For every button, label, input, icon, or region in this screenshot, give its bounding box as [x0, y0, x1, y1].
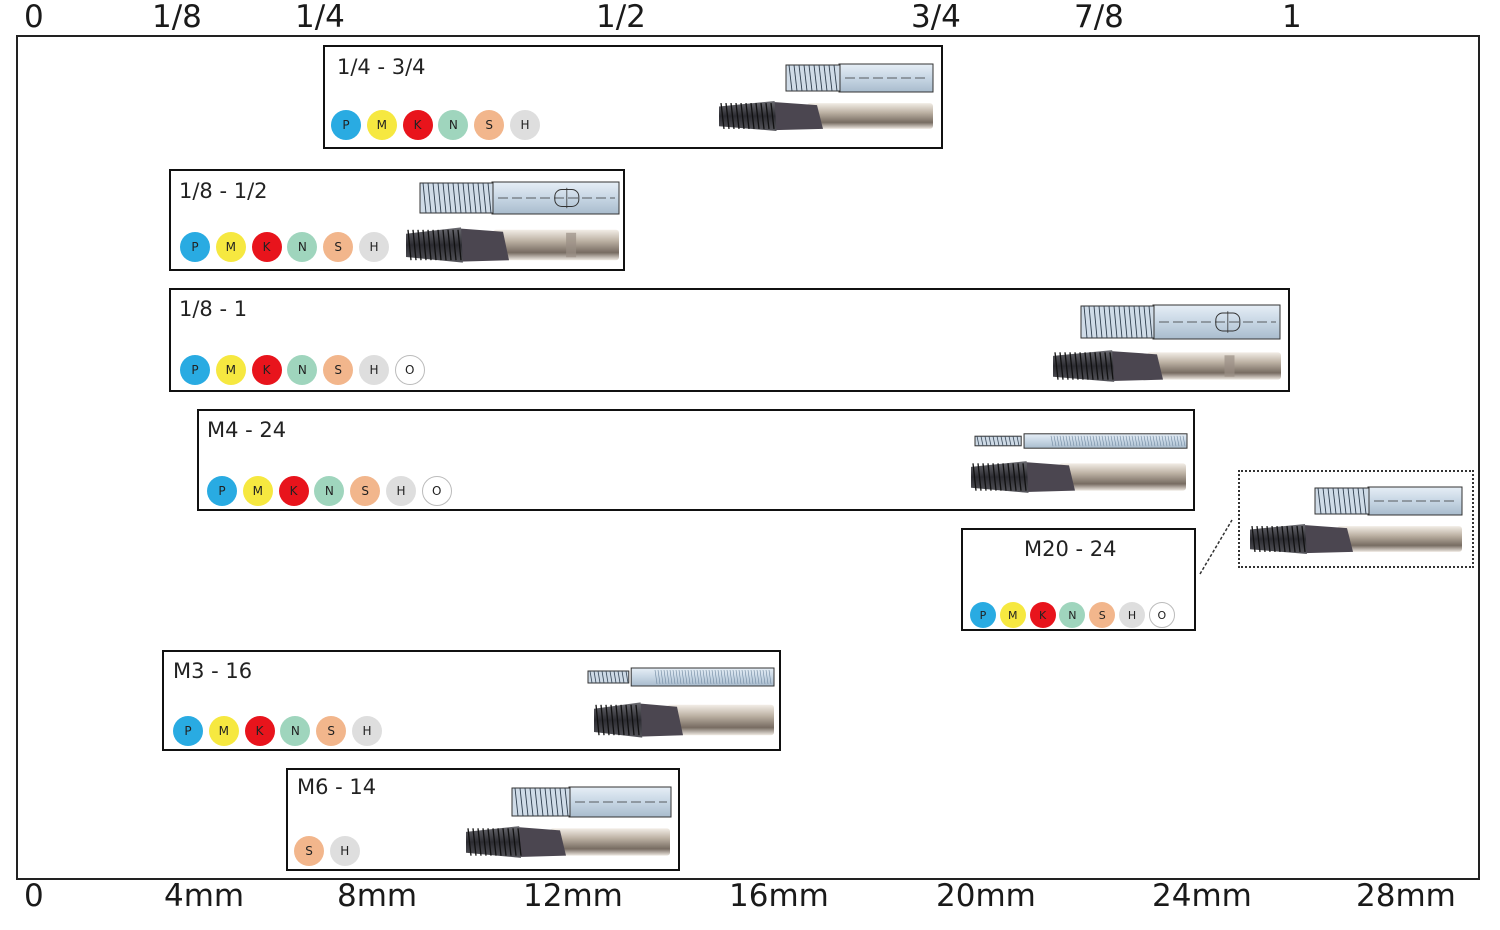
material-dot-s: S [323, 355, 354, 385]
material-dot-m: M [242, 476, 273, 506]
tool-drawing-icon [511, 786, 672, 818]
material-dot-p: P [970, 602, 996, 628]
material-dot-p: P [180, 232, 210, 262]
top-tick-3-4: 3/4 [911, 0, 961, 35]
material-dot-n: N [438, 110, 469, 140]
range-label: M20 - 24 [1024, 537, 1117, 561]
zoom-connector-line [1199, 519, 1233, 575]
material-dot-k: K [278, 476, 309, 506]
tool-photo-icon [406, 227, 619, 263]
material-dot-p: P [173, 716, 203, 746]
material-dot-k: K [251, 232, 282, 262]
material-dot-m: M [208, 716, 239, 746]
bottom-tick-16mm: 16mm [729, 878, 829, 914]
material-dot-n: N [1059, 602, 1086, 628]
material-dot-k: K [251, 355, 282, 385]
material-dot-m: M [366, 110, 397, 140]
material-dot-s: S [316, 716, 347, 746]
material-dot-s: S [350, 476, 381, 506]
material-dot-h: H [509, 110, 540, 140]
tool-drawing-icon [419, 181, 620, 215]
top-tick-7-8: 7/8 [1074, 0, 1124, 35]
tool-photo-icon [594, 702, 774, 738]
material-dot-n: N [287, 232, 318, 262]
material-dot-n: N [314, 476, 345, 506]
tool-drawing-icon [785, 63, 934, 93]
material-dot-h: H [1118, 602, 1145, 628]
top-tick-1-8: 1/8 [152, 0, 202, 35]
chart-frame [16, 35, 1480, 880]
material-dot-m: M [215, 232, 246, 262]
range-label: M6 - 14 [297, 775, 377, 799]
material-dot-n: N [287, 355, 318, 385]
range-label: 1/8 - 1 [179, 297, 248, 321]
bottom-tick-0: 0 [24, 878, 44, 914]
material-dot-h: H [329, 836, 360, 866]
bottom-tick-24mm: 24mm [1152, 878, 1252, 914]
material-dot-h: H [358, 355, 389, 385]
range-label: M3 - 16 [173, 659, 253, 683]
material-dot-n: N [280, 716, 311, 746]
material-dot-s: S [1089, 602, 1116, 628]
material-dot-s: S [474, 110, 505, 140]
top-tick-1-4: 1/4 [295, 0, 345, 35]
zoom-tool-box [1238, 470, 1474, 568]
tool-drawing-icon [1080, 304, 1281, 340]
bottom-tick-20mm: 20mm [936, 878, 1036, 914]
material-dot-m: M [999, 602, 1026, 628]
material-dot-k: K [1029, 602, 1056, 628]
bottom-tick-4mm: 4mm [164, 878, 245, 914]
top-tick-1: 1 [1282, 0, 1302, 35]
range-label: M4 - 24 [207, 418, 287, 442]
tool-drawing-icon [1314, 486, 1463, 516]
material-dot-o: O [1148, 602, 1175, 628]
top-tick-0: 0 [24, 0, 44, 35]
tool-photo-icon [1250, 524, 1462, 554]
tool-photo-icon [466, 826, 670, 858]
material-dot-p: P [331, 110, 361, 140]
material-dot-k: K [402, 110, 433, 140]
material-dot-m: M [215, 355, 246, 385]
material-dot-p: P [180, 355, 210, 385]
material-dot-h: H [385, 476, 416, 506]
tool-drawing-icon [974, 433, 1188, 449]
tool-photo-icon [719, 101, 933, 131]
material-dot-h: H [358, 232, 389, 262]
bottom-tick-12mm: 12mm [523, 878, 623, 914]
material-dot-o: O [421, 476, 452, 506]
tool-photo-icon [971, 461, 1186, 493]
material-dot-h: H [351, 716, 382, 746]
material-dot-k: K [244, 716, 275, 746]
bottom-tick-8mm: 8mm [337, 878, 418, 914]
material-dot-p: P [207, 476, 237, 506]
material-dot-s: S [294, 836, 324, 866]
bottom-tick-28mm: 28mm [1356, 878, 1456, 914]
range-label: 1/4 - 3/4 [337, 55, 426, 79]
tool-drawing-icon [587, 667, 775, 687]
top-tick-1-2: 1/2 [596, 0, 646, 35]
range-label: 1/8 - 1/2 [179, 179, 268, 203]
material-dot-o: O [394, 355, 425, 385]
tool-photo-icon [1053, 350, 1281, 382]
material-dot-s: S [323, 232, 354, 262]
